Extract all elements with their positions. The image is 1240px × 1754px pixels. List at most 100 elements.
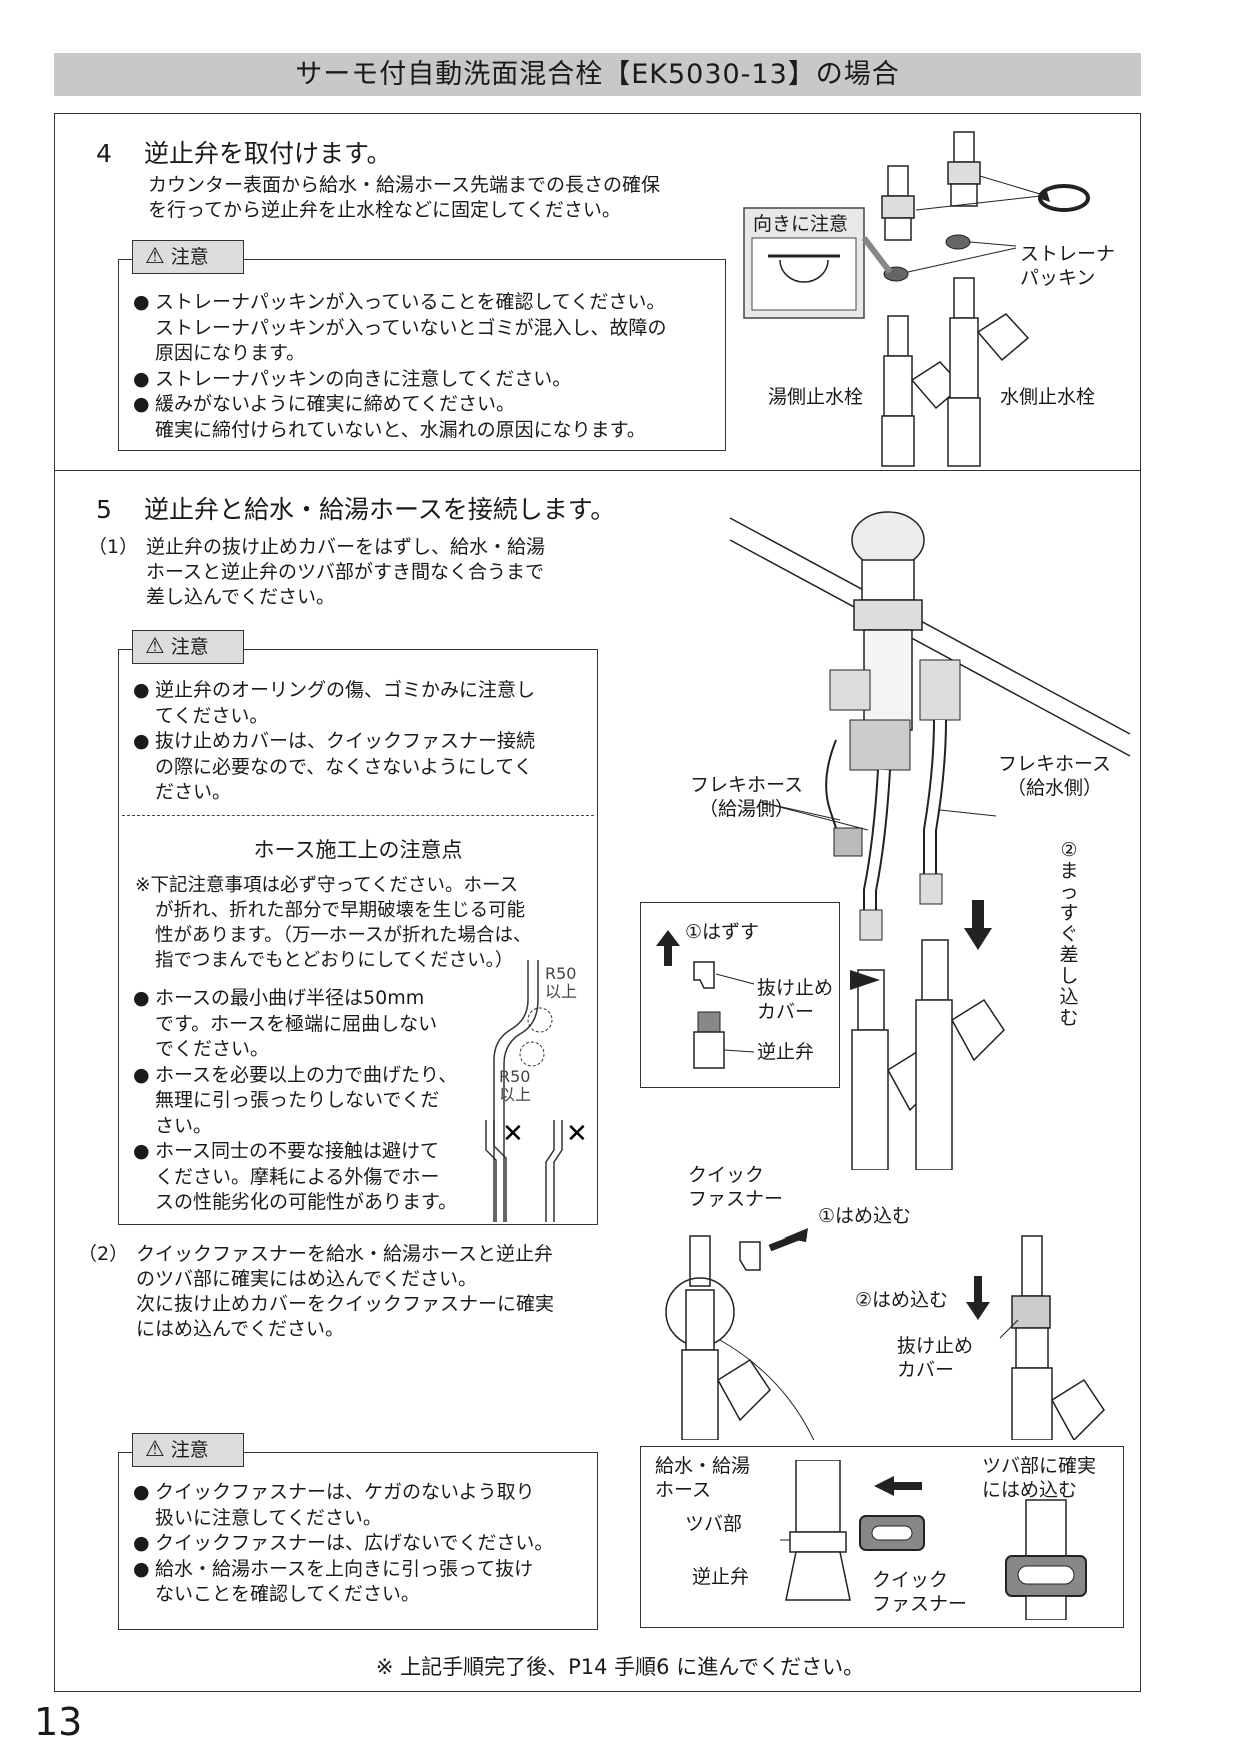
step-divider: [54, 470, 1141, 471]
warning-triangle-icon: ⚠: [145, 244, 165, 269]
bullet-icon: ●: [133, 679, 150, 701]
stopper-cover-icon: [693, 961, 715, 989]
step4-caution-tag: ⚠注意: [132, 240, 244, 274]
bullet-icon: ●: [133, 1532, 150, 1554]
list-item: ●ホースを必要以上の力で曲げたり、 無理に引っ張ったりしないでくだ さい。: [133, 1063, 503, 1140]
next-step-note: ※ 上記手順完了後、P14 手順6 に進んでください。: [375, 1655, 865, 1679]
caution-text: クイックファスナーは、ケガのないよう取り 扱いに注意してください。: [155, 1481, 535, 1529]
step4-number: 4: [96, 139, 112, 168]
hose-note-text: ホース同士の不要な接触は避けて ください。摩耗による外傷でホー スの性能劣化の可…: [155, 1140, 458, 1213]
check-valve-icon: [693, 1031, 725, 1069]
caution-text: クイックファスナーは、広げないでください。: [155, 1532, 554, 1554]
step4-caution-box: [118, 259, 726, 451]
step5-title: 逆止弁と給水・給湯ホースを接続します。: [144, 495, 616, 524]
bullet-icon: ●: [133, 1063, 150, 1086]
caution-text: ストレーナパッキンの向きに注意してください。: [155, 367, 572, 390]
fastener-detail-illustration: [780, 1460, 1087, 1620]
flex-hose-cold-label: フレキホース （給水側）: [998, 753, 1112, 799]
check-valve-label: 逆止弁: [757, 1041, 815, 1063]
fastener-detail-box: [640, 1446, 1124, 1628]
up-arrow-icon: [656, 930, 680, 946]
warning-triangle-icon: ⚠: [145, 634, 165, 659]
flange-label: ツバ部: [685, 1513, 743, 1535]
caution-text: 緩みがないように確実に締めてください。: [155, 393, 516, 415]
step5-heading: 5 逆止弁と給水・給湯ホースを接続します。: [96, 490, 615, 526]
left-arrow-icon: [874, 1476, 894, 1496]
hot-valve-label: 湯側止水栓: [768, 386, 864, 408]
step4-caution-list: ●ストレーナパッキンが入っていることを確認してください。 ストレーナパッキンが入…: [133, 290, 733, 443]
step4-heading: 4 逆止弁を取付けます。: [96, 134, 392, 170]
list-item: ●ストレーナパッキンが入っていることを確認してください。: [133, 290, 733, 316]
hose-note-text: ホースの最小曲げ半径は50mm です。ホースを極端に屈曲しない でください。: [155, 987, 438, 1060]
stopper-cover-label: 抜け止め カバー: [897, 1335, 974, 1381]
list-item: ●ホース同士の不要な接触は避けて ください。摩耗による外傷でホー スの性能劣化の…: [133, 1139, 503, 1216]
direction-note-label: 向きに注意: [753, 213, 849, 235]
bullet-icon: ●: [133, 393, 150, 415]
hose-notes-intro: ※下記注意事項は必ず守ってください。ホース が折れ、折れた部分で早期破壊を生じる…: [135, 875, 532, 971]
down-arrow-icon: [966, 1302, 990, 1320]
content-frame: [54, 113, 1141, 1692]
step5-caution1-tag: ⚠注意: [132, 630, 244, 664]
bullet-icon: ●: [133, 730, 150, 752]
step5-number: 5: [96, 495, 112, 524]
list-item: ●ストレーナパッキンの向きに注意してください。: [133, 367, 733, 393]
step5-caution1-list: ●逆止弁のオーリングの傷、ゴミかみに注意し てください。 ●抜け止めカバーは、ク…: [133, 678, 593, 806]
direction-note-inner: [751, 237, 857, 311]
hose-note-text: ホースを必要以上の力で曲げたり、 無理に引っ張ったりしないでくだ さい。: [155, 1063, 458, 1137]
connector-icon: [833, 827, 863, 857]
hose-notes-list: ●ホースの最小曲げ半径は50mm です。ホースを極端に屈曲しない でください。 …: [133, 986, 503, 1216]
bullet-icon: ●: [133, 1557, 150, 1580]
step4-body: カウンター表面から給水・給湯ホース先端までの長さの確保 を行ってから逆止弁を止水…: [148, 174, 661, 221]
dashed-separator: [122, 815, 594, 816]
list-item: ●ホースの最小曲げ半径は50mm です。ホースを極端に屈曲しない でください。: [133, 986, 503, 1063]
quick-fastener-label: クイック ファスナー: [688, 1164, 784, 1210]
flex-hose-hot-label: フレキホース （給湯側）: [690, 774, 804, 820]
cold-valve-label: 水側止水栓: [1000, 386, 1096, 408]
step5-caution1-box: [118, 649, 598, 1225]
step5-faucet-illustration: [729, 511, 1131, 1170]
caution-label: 注意: [170, 636, 209, 658]
section-header: サーモ付自動洗面混合栓【EK5030-13】の場合: [54, 53, 1141, 96]
list-item: ●抜け止めカバーは、クイックファスナー接続 の際に必要なので、なくさないようにし…: [133, 729, 593, 806]
ng-mark-icon: ✕: [502, 1119, 524, 1149]
remove-cover-inset: [640, 902, 840, 1088]
hose-label: 給水・給湯 ホース: [655, 1455, 751, 1501]
step4-title: 逆止弁を取付けます。: [144, 139, 392, 168]
step5-sub1-text: 逆止弁の抜け止めカバーをはずし、給水・給湯 ホースと逆止弁のツバ部がすき間なく合…: [146, 536, 546, 608]
caution-text: 抜け止めカバーは、クイックファスナー接続 の際に必要なので、なくさないようにして…: [155, 730, 536, 803]
quick-fastener-icon: [739, 1241, 761, 1271]
warning-triangle-icon: ⚠: [145, 1437, 165, 1462]
step5-caution2-list: ●クイックファスナーは、ケガのないよう取り 扱いに注意してください。 ●クイック…: [133, 1480, 593, 1608]
packing-arc: [779, 259, 829, 283]
ng-mark-icon: ✕: [566, 1119, 588, 1149]
step4-valve-illustration: [743, 131, 1090, 467]
list-item: ●緩みがないように確実に締めてください。: [133, 392, 733, 418]
quick-fastener-label: クイック ファスナー: [872, 1569, 968, 1615]
list-item: ●クイックファスナーは、広げないでください。: [133, 1531, 593, 1557]
step5-sub2-text: クイックファスナーを給水・給湯ホースと逆止弁 のツバ部に確実にはめ込んでください…: [136, 1243, 555, 1340]
check-valve-label: 逆止弁: [692, 1566, 750, 1588]
insert-straight-label: ② まっすぐ 差し込む: [1059, 839, 1079, 1029]
check-valve-inset-illustration: [656, 930, 755, 1069]
step5-caution2-box: [118, 1452, 598, 1630]
strainer-packing-label: ストレーナ パッキン: [1020, 243, 1116, 289]
r50-label-top: R50 以上: [545, 964, 578, 1001]
hose-notes-title: ホース施工上の注意点: [253, 838, 463, 862]
bullet-icon: ●: [133, 987, 150, 1009]
list-item: ●給水・給湯ホースを上向きに引っ張って抜け ないことを確認してください。: [133, 1557, 593, 1608]
list-item: ●逆止弁のオーリングの傷、ゴミかみに注意し てください。: [133, 678, 593, 729]
bullet-icon: ●: [133, 1140, 150, 1162]
snap-flange-label: ツバ部に確実 にはめ込む: [982, 1455, 1097, 1501]
check-valve-right: [947, 131, 981, 207]
list-item: ●クイックファスナーは、ケガのないよう取り 扱いに注意してください。: [133, 1480, 593, 1531]
caution-subtext: 確実に締付けられていないと、水漏れの原因になります。: [155, 418, 646, 441]
caution-text: ストレーナパッキンが入っていることを確認してください。: [155, 291, 666, 313]
step5-sub1-marker: （1）: [88, 536, 139, 558]
r50-label-bottom: R50 以上: [499, 1067, 532, 1104]
down-arrow-icon: [964, 928, 992, 950]
caution-text: 逆止弁のオーリングの傷、ゴミかみに注意し てください。: [155, 679, 536, 727]
page-number: 13: [34, 1700, 83, 1744]
step5-caution2-tag: ⚠注意: [132, 1433, 244, 1467]
bullet-icon: ●: [133, 291, 150, 313]
snap-in-1-label: ①はめ込む: [818, 1205, 912, 1227]
